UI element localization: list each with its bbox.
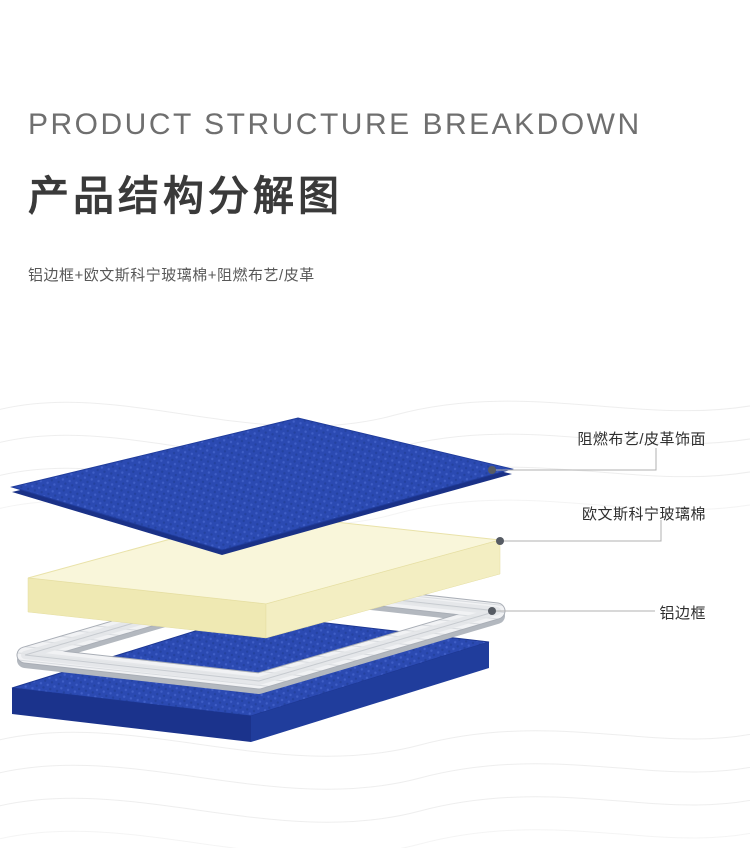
callout-frame-label: 铝边框 — [659, 605, 706, 622]
glass-wool-layer — [27, 513, 501, 639]
fabric-sheet-top-face — [10, 417, 514, 551]
subtitle-materials: 铝边框+欧文斯科宁玻璃棉+阻燃布艺/皮革 — [28, 267, 315, 284]
callout-glasswool-label: 欧文斯科宁玻璃棉 — [581, 506, 706, 523]
anchor-dot-glasswool — [496, 537, 504, 545]
callout-fabric-label: 阻燃布艺/皮革饰面 — [577, 431, 706, 448]
anchor-dot-frame — [488, 607, 496, 615]
leader-line-fabric — [492, 448, 657, 471]
title-chinese: 产品结构分解图 — [28, 173, 343, 219]
section-header: PRODUCT STRUCTURE BREAKDOWN 产品结构分解图 铝边框+… — [28, 108, 642, 285]
leader-line-glasswool — [500, 520, 662, 542]
base-panel-layer — [11, 613, 490, 742]
callout-leader-lines — [492, 448, 662, 612]
fabric-sheet-layer — [10, 417, 514, 555]
title-english: PRODUCT STRUCTURE BREAKDOWN — [28, 108, 642, 141]
base-panel-left-face — [12, 688, 251, 742]
anchor-dot-fabric — [488, 466, 496, 474]
base-panel-right-face — [251, 642, 489, 742]
callout-anchor-dots — [488, 466, 504, 615]
glass-wool-right-face — [265, 539, 501, 639]
